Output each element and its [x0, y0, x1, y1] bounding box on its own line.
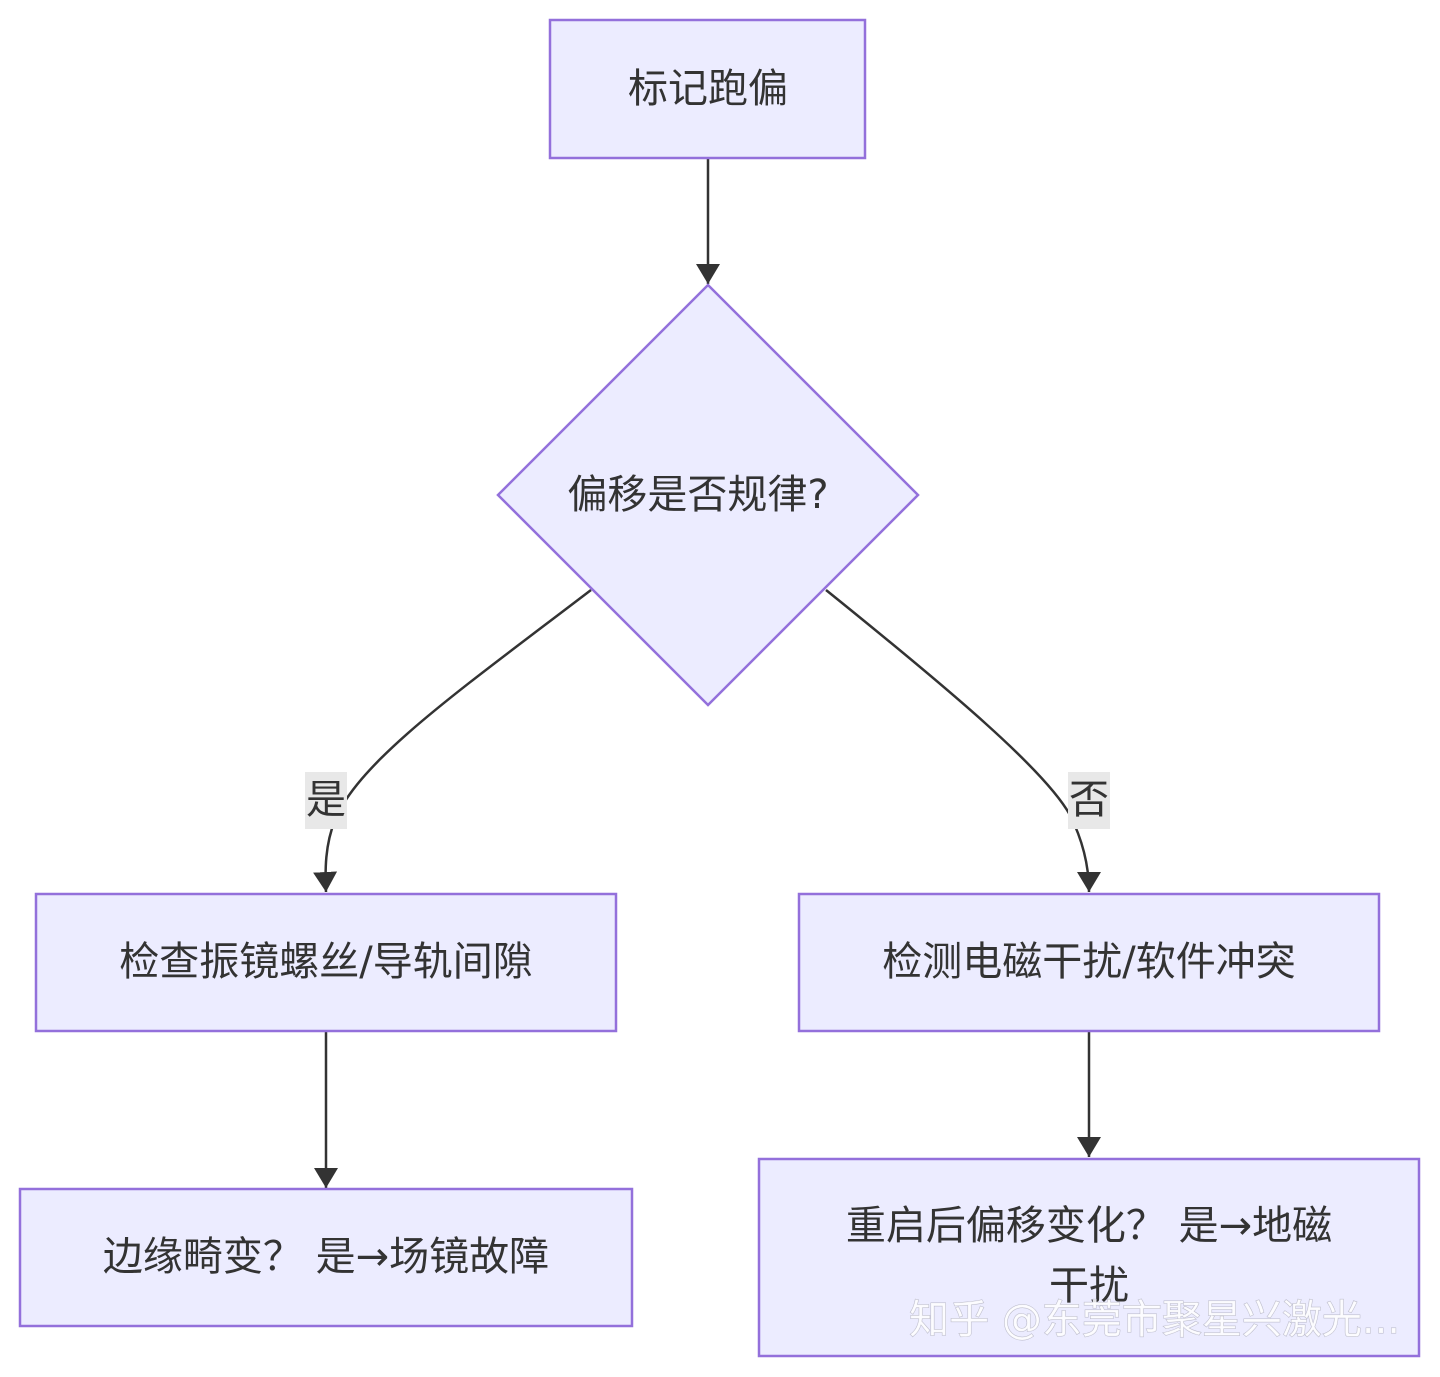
edge-label-no: 否	[1068, 772, 1110, 829]
node-restart: 重启后偏移变化？ 是→地磁 干扰	[757, 1157, 1421, 1358]
edges	[313, 158, 1101, 1188]
node-check-emi: 检测电磁干扰/软件冲突	[797, 892, 1381, 1033]
edge-label-yes-bg	[305, 772, 347, 829]
node-edge-distort-box	[18, 1187, 634, 1328]
node-check-mech: 检查振镜螺丝/导轨间隙	[34, 892, 618, 1033]
node-check-emi-label: 检测电磁干扰/软件冲突	[882, 939, 1295, 985]
watermark: 知乎 @东莞市聚星兴激光...	[909, 1297, 1400, 1343]
node-start-label: 标记跑偏	[628, 66, 788, 112]
node-edge-distort-label: 边缘畸变？ 是→场镜故障	[103, 1234, 549, 1280]
node-restart-box	[757, 1157, 1421, 1358]
edge-label-yes-text: 是	[306, 777, 346, 823]
edge-label-yes: 是	[305, 772, 347, 829]
edge-label-no-bg	[1068, 772, 1110, 829]
edge-decision-to-check-emi	[825, 589, 1101, 893]
node-start: 标记跑偏	[548, 18, 867, 160]
node-check-mech-label: 检查振镜螺丝/导轨间隙	[119, 939, 532, 985]
node-check-mech-box	[34, 892, 618, 1033]
node-check-emi-box	[797, 892, 1381, 1033]
node-decision-label: 偏移是否规律?	[567, 472, 828, 518]
node-edge-distort: 边缘畸变？ 是→场镜故障	[18, 1187, 634, 1328]
node-decision-diamond	[496, 283, 920, 707]
edge-label-no-text: 否	[1069, 777, 1109, 823]
node-decision: 偏移是否规律?	[496, 283, 920, 707]
node-start-box	[548, 18, 867, 160]
node-restart-label-line1: 重启后偏移变化？ 是→地磁	[846, 1203, 1332, 1249]
node-restart-label-line2: 干扰	[1049, 1263, 1129, 1309]
edge-decision-to-check-mech	[313, 589, 592, 893]
